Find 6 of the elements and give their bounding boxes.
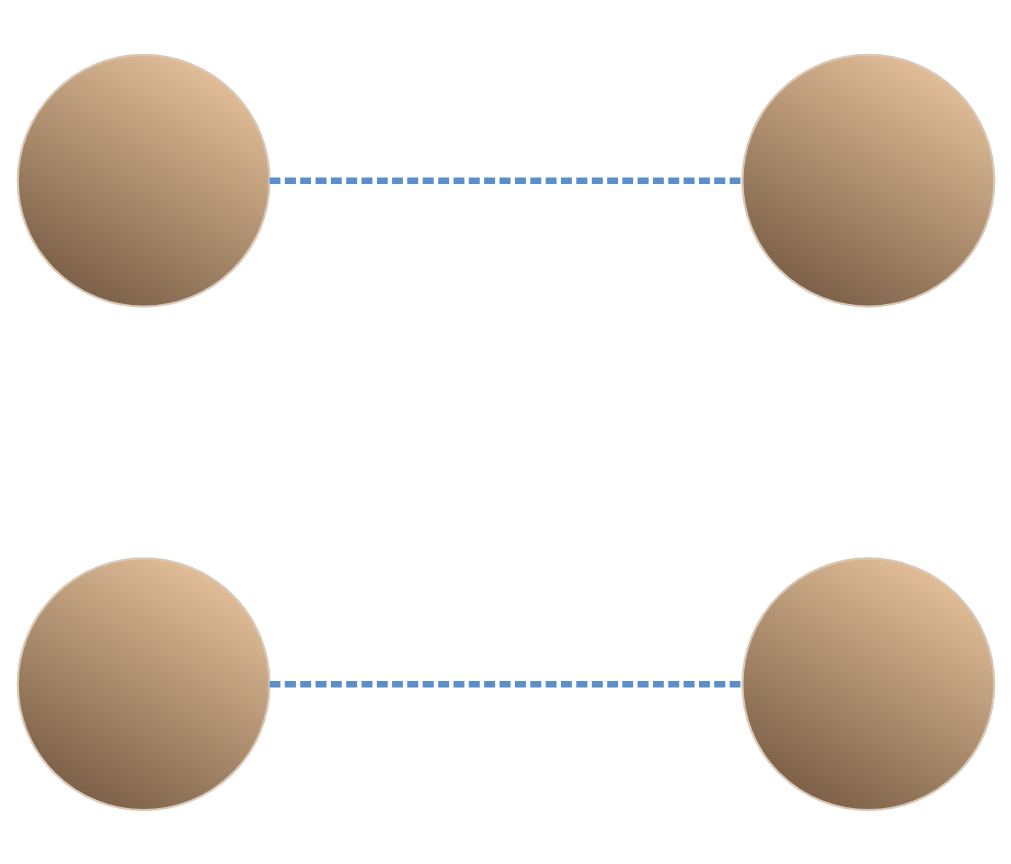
connector	[269, 680, 742, 688]
node-circle	[16, 53, 271, 308]
connector	[269, 176, 742, 184]
node-circle	[740, 556, 995, 811]
node-circle	[16, 556, 271, 811]
node-circle	[740, 53, 995, 308]
